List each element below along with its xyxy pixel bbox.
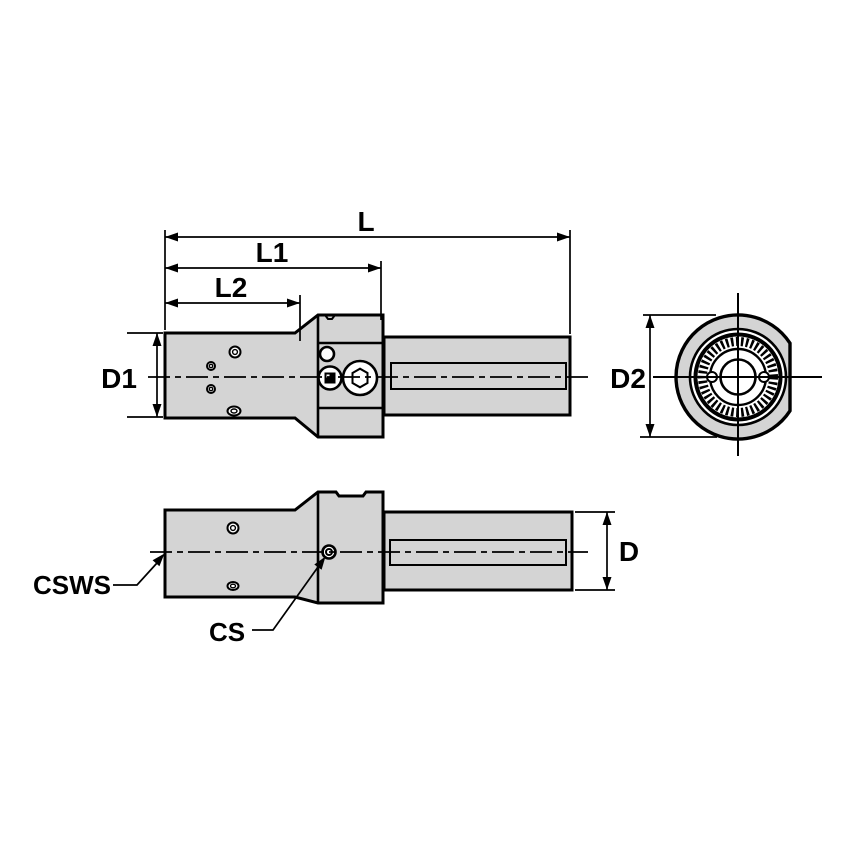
dimension-label-l2: L2	[215, 272, 248, 303]
dimension-d2: D2	[610, 314, 717, 438]
dimension-label-d2: D2	[610, 363, 646, 394]
arrowhead-left-icon	[165, 263, 178, 273]
arrowhead-up-icon	[602, 512, 612, 525]
head-screws	[317, 345, 379, 397]
end-view	[653, 293, 822, 456]
leader-line	[252, 566, 319, 631]
arrowhead-down-icon	[152, 404, 162, 417]
coolant-holes	[206, 345, 242, 417]
hole-thread-icon	[208, 363, 214, 369]
body-head-profile	[163, 490, 385, 605]
clamp-screw-icon	[341, 359, 379, 397]
leader-arrowhead-icon	[314, 556, 326, 570]
dimension-l1: L1	[165, 237, 382, 320]
shank-top-view	[382, 335, 572, 417]
arrowhead-left-icon	[165, 232, 178, 242]
arrowhead-right-icon	[368, 263, 381, 273]
hole-icon	[228, 345, 242, 359]
hole-thread-icon	[208, 386, 214, 392]
dimension-label-d1: D1	[101, 363, 137, 394]
dimension-label-l1: L1	[256, 237, 289, 268]
arrowhead-right-icon	[287, 298, 300, 308]
leader-arrowhead-icon	[152, 553, 165, 567]
hole-icon	[226, 521, 240, 535]
arrowhead-left-icon	[165, 298, 178, 308]
hole-thread-icon	[229, 524, 237, 532]
hole-thread-icon	[231, 348, 239, 356]
dimension-d1: D1	[101, 332, 163, 418]
arrowhead-up-icon	[152, 333, 162, 346]
side-view-bottom	[150, 490, 588, 605]
pin-hole-icon	[318, 345, 336, 363]
dimension-label-l: L	[357, 206, 374, 237]
arrowhead-down-icon	[602, 577, 612, 590]
set-screw-slot-icon	[324, 372, 336, 384]
hex-socket-icon	[351, 367, 369, 389]
dimension-d: D	[575, 511, 639, 591]
arrowhead-down-icon	[645, 424, 655, 437]
dimension-label-d: D	[619, 536, 639, 567]
callout-label-cs: CS	[209, 617, 245, 647]
callout-label-csws: CSWS	[33, 570, 111, 600]
hole-thread-icon	[230, 408, 238, 414]
hole-icon	[226, 405, 242, 417]
arrowhead-up-icon	[645, 315, 655, 328]
hole-icon	[206, 361, 216, 371]
shank-bottom-view	[382, 510, 574, 592]
side-view-top	[148, 313, 588, 439]
callout-cs: CS	[209, 556, 326, 647]
hole-icon	[206, 384, 216, 394]
head-top-notch	[324, 314, 336, 320]
coolant-holes	[226, 521, 240, 591]
hole-thread-icon	[229, 583, 237, 589]
dimension-l: L	[164, 206, 571, 334]
body-head-profile	[163, 313, 385, 439]
callout-csws: CSWS	[33, 553, 165, 600]
hole-icon	[226, 581, 240, 591]
dimension-l2: L2	[165, 272, 301, 341]
arrowhead-right-icon	[557, 232, 570, 242]
shank-flat-groove	[390, 362, 567, 390]
leader-line	[113, 562, 158, 586]
set-screw-glint-icon	[326, 374, 330, 378]
